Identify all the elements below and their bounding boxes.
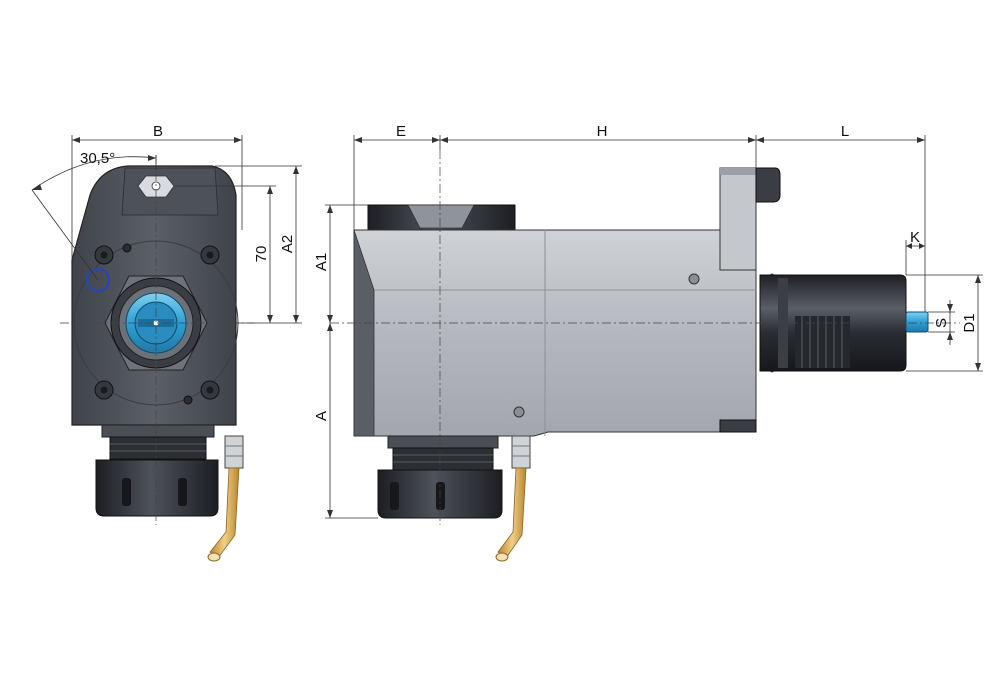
spline-teeth xyxy=(795,316,850,368)
dim-label-d1: D1 xyxy=(961,313,978,332)
side-bottom-lug xyxy=(719,419,757,433)
front-collet-ribs xyxy=(109,436,207,460)
front-bolts xyxy=(94,243,220,405)
dim-label-a1: A1 xyxy=(313,253,330,271)
dimension-lines xyxy=(31,135,983,519)
side-rear-bracket xyxy=(719,167,757,271)
dim-label-e: E xyxy=(396,123,406,140)
side-screw-bottom-icon xyxy=(513,406,525,418)
pin-top-icon xyxy=(122,243,132,253)
side-chamfer-face xyxy=(353,229,375,437)
dim-label-b: B xyxy=(153,123,163,140)
drive-shaft-tip xyxy=(905,311,929,333)
dim-label-h: H xyxy=(597,123,608,140)
seal-ring-icon xyxy=(85,267,111,293)
side-lower-neck xyxy=(387,435,499,449)
front-collet-nut xyxy=(95,459,219,517)
side-view xyxy=(330,150,960,562)
side-coolant-pipe xyxy=(495,435,531,562)
dim-label-angle: 30,5° xyxy=(80,150,115,167)
drive-spindle xyxy=(759,273,929,373)
front-view xyxy=(60,155,255,562)
dim-label-k: K xyxy=(910,229,920,246)
dimension-labels: B 30,5° 70 A2 E H L K A1 A S D1 xyxy=(80,123,978,421)
dim-label-a: A xyxy=(313,411,330,421)
dim-label-s: S xyxy=(933,318,950,328)
side-screw-top-icon xyxy=(688,273,700,285)
front-coolant-pipe xyxy=(207,435,244,562)
dim-label-l: L xyxy=(841,123,849,140)
pin-bottom-icon xyxy=(183,395,193,405)
dim-label-70: 70 xyxy=(253,246,270,263)
spindle-center xyxy=(153,320,159,326)
dim-label-a2: A2 xyxy=(279,235,296,253)
front-collet-neck xyxy=(101,424,215,438)
side-rear-lug xyxy=(755,167,781,203)
side-housing xyxy=(353,229,757,437)
